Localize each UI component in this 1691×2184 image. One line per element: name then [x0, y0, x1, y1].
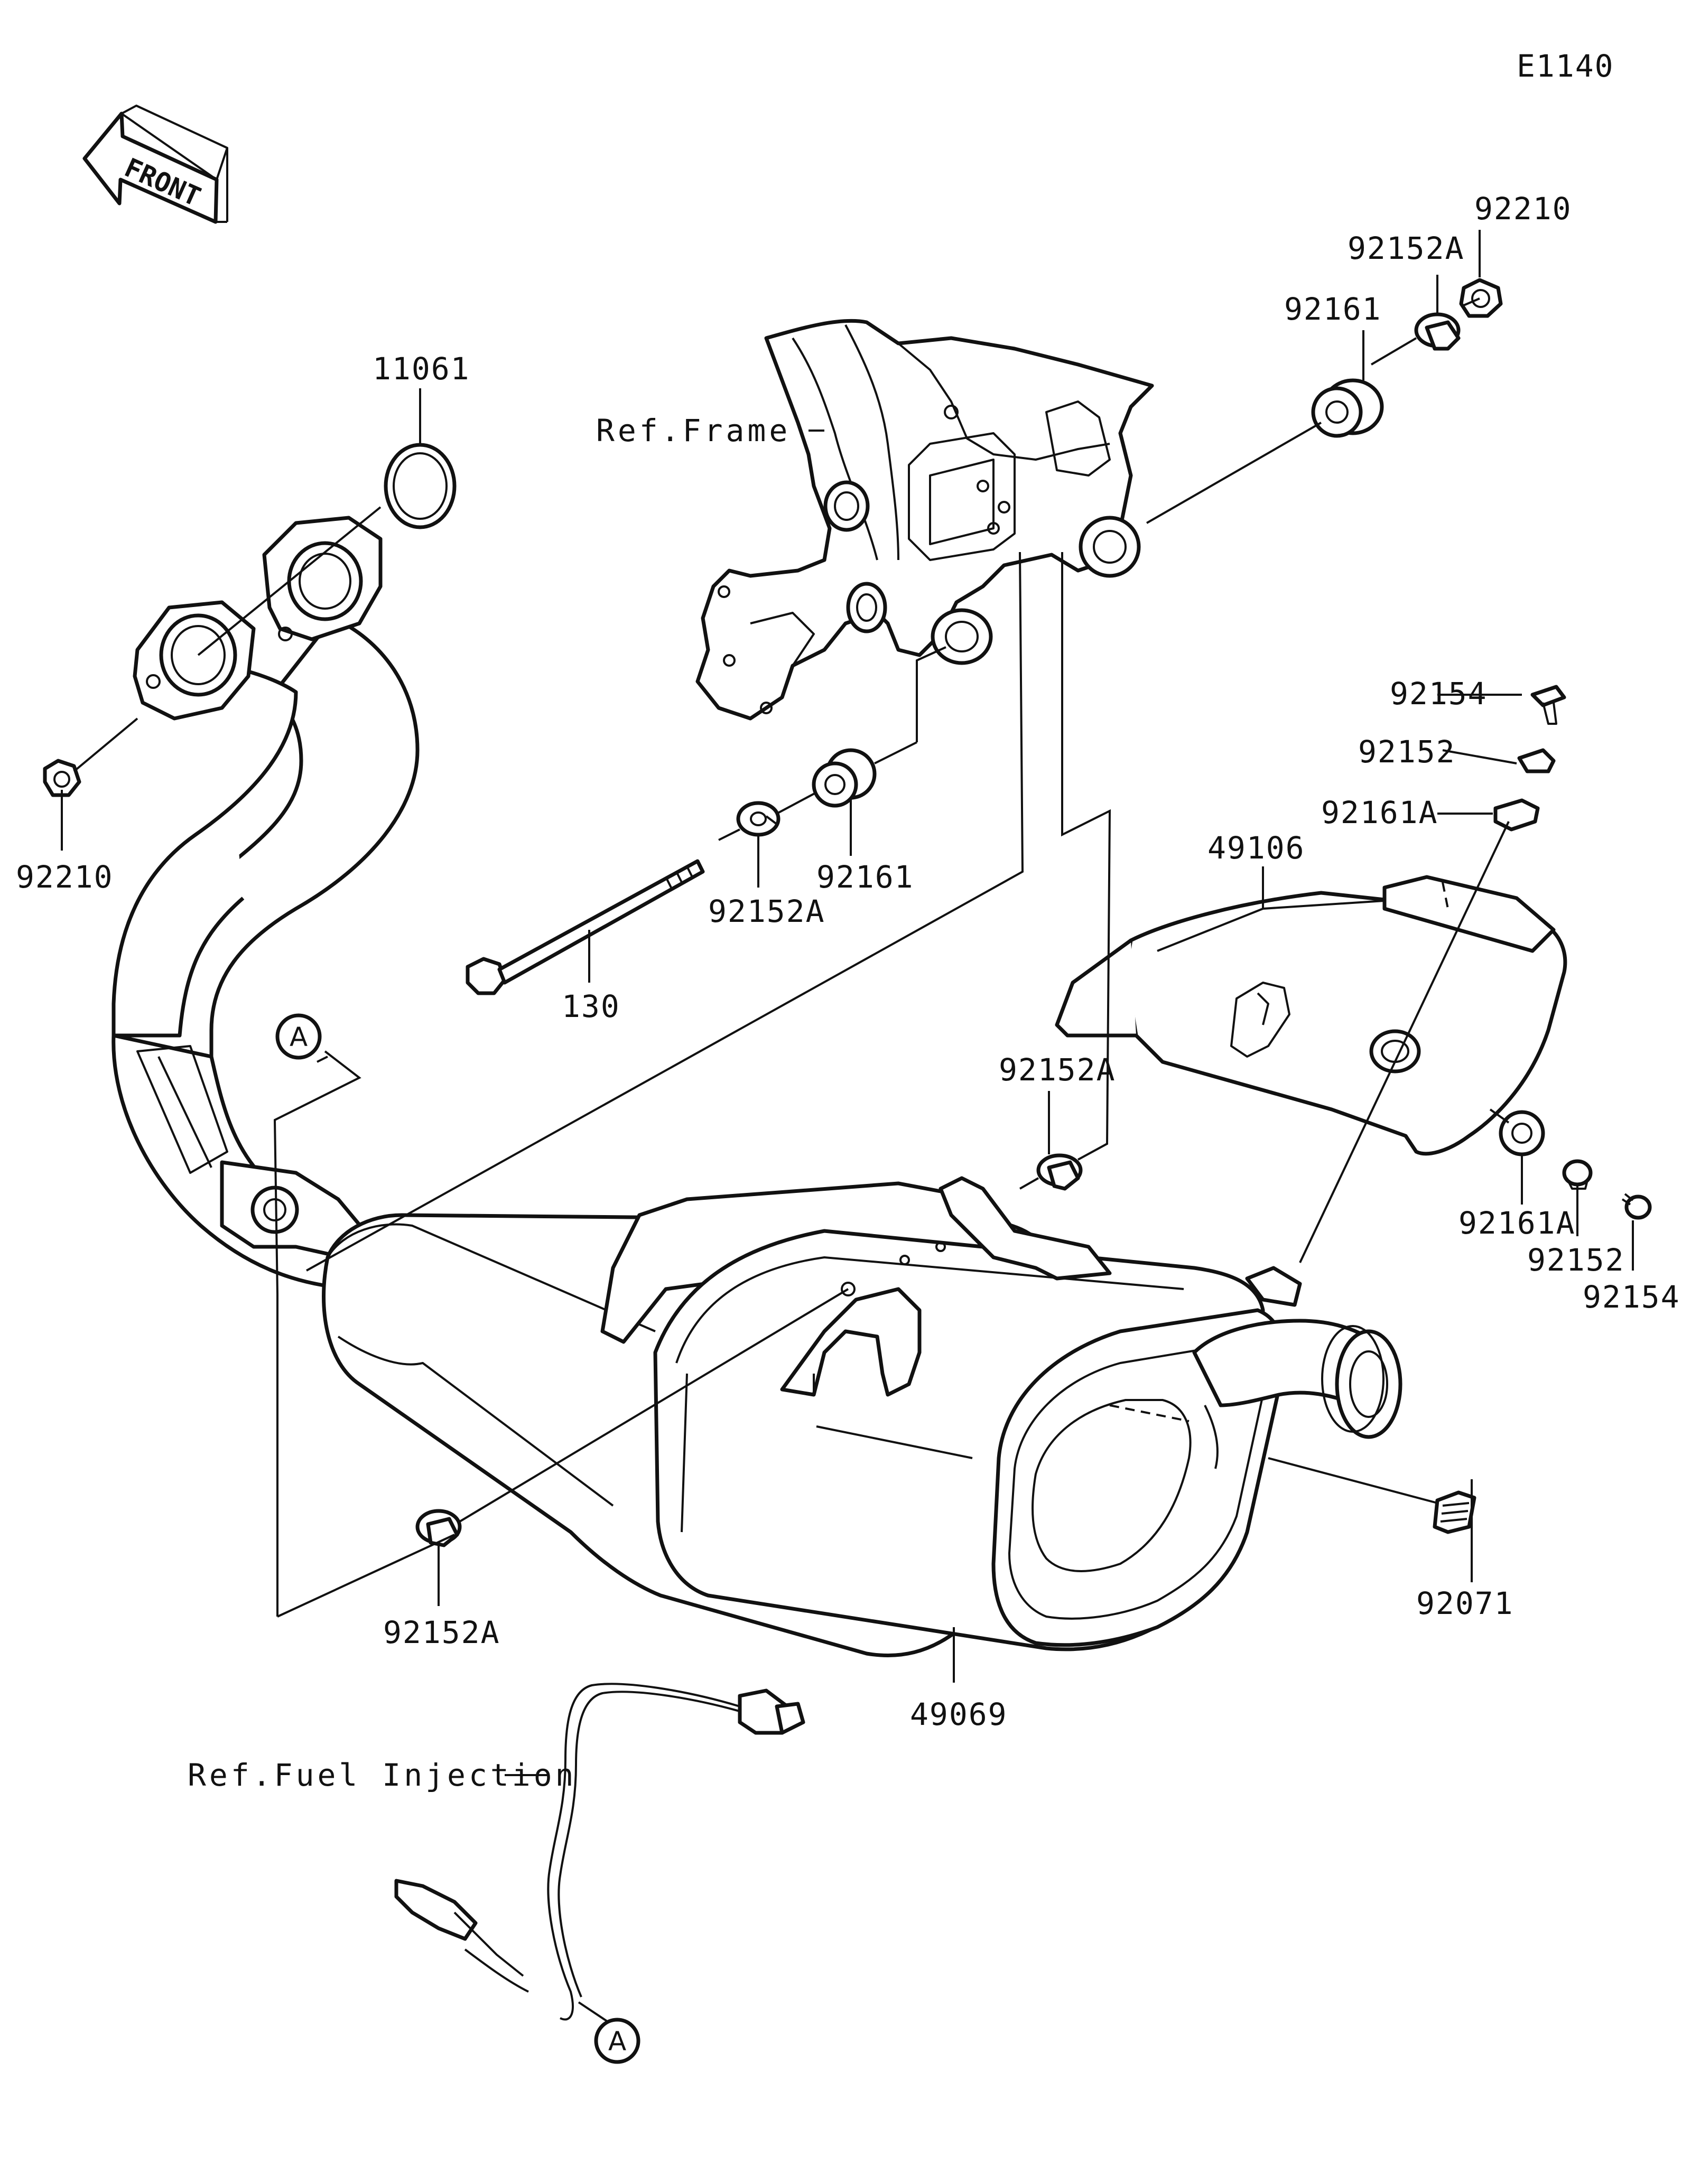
svg-text:A: A — [608, 2026, 626, 2057]
collar-92152A-mid — [736, 801, 781, 837]
label-11061: 11061 — [373, 351, 470, 387]
grommet-92161A-top — [1493, 798, 1540, 832]
collar-92152A-bottom — [415, 1509, 462, 1547]
label-92071: 92071 — [1416, 1585, 1514, 1621]
label-49069: 49069 — [910, 1696, 1008, 1732]
heat-shield — [1055, 875, 1567, 1156]
label-92154-top: 92154 — [1390, 676, 1488, 712]
oxygen-sensor-harness — [394, 1683, 805, 2021]
collar-92152A-right — [1036, 1153, 1083, 1191]
label-92210-left: 92210 — [16, 859, 114, 895]
collar-92152-top — [1517, 748, 1556, 773]
label-92161-top: 92161 — [1284, 291, 1382, 327]
diagram-code: E1140 — [1517, 48, 1614, 84]
muffler-assembly — [322, 1176, 1402, 1657]
label-92161-mid: 92161 — [816, 859, 914, 895]
label-92161A-top: 92161A — [1321, 795, 1438, 830]
leader-lines — [61, 230, 1634, 2030]
label-92152-top: 92152 — [1358, 734, 1456, 770]
ref-frame-label: Ref.Frame — [596, 413, 791, 449]
nut-92210-right — [1459, 278, 1503, 318]
collar-92152A-top — [1414, 312, 1461, 351]
frame-bracket — [695, 319, 1154, 721]
label-92152A-bottom: 92152A — [383, 1614, 500, 1650]
screw-92154-bottom — [1621, 1193, 1652, 1220]
front-arrow-icon: FRONT — [82, 105, 228, 224]
label-92152A-right: 92152A — [999, 1052, 1116, 1088]
label-130: 130 — [562, 988, 620, 1024]
label-92154-bottom: 92154 — [1583, 1279, 1680, 1315]
label-49106: 49106 — [1207, 830, 1305, 866]
label-92210-right: 92210 — [1474, 191, 1572, 227]
screw-92154-top — [1530, 685, 1566, 725]
nut-92210-left — [43, 759, 81, 797]
band-92071 — [1433, 1490, 1476, 1534]
label-92152A-top: 92152A — [1348, 230, 1465, 266]
ref-fuel-injection-label: Ref.Fuel Injection — [188, 1757, 577, 1793]
label-92152-bottom: 92152 — [1527, 1242, 1625, 1278]
gasket-11061 — [384, 443, 457, 529]
grommet-92161-top — [1311, 378, 1384, 438]
label-92161A-bottom: 92161A — [1458, 1205, 1576, 1241]
callout-a-top: A — [275, 1013, 322, 1060]
label-92152A-mid: 92152A — [708, 893, 825, 929]
collar-92152-bottom — [1562, 1159, 1593, 1190]
svg-text:A: A — [290, 1022, 308, 1052]
bolt-130 — [466, 859, 705, 995]
grommet-92161A-bottom — [1499, 1110, 1545, 1156]
exhaust-header-pipe — [112, 516, 420, 1291]
callout-a-bottom: A — [594, 2018, 640, 2064]
grommet-92161-mid — [812, 748, 877, 808]
